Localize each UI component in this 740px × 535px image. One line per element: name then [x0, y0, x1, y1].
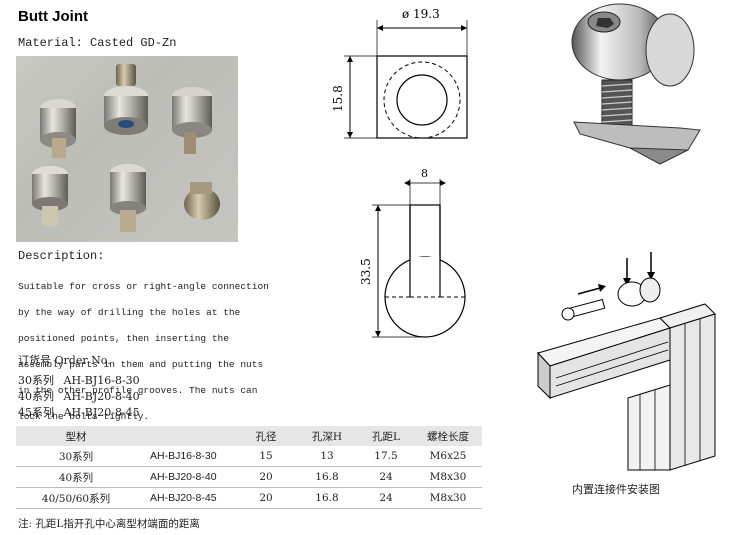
page-title: Butt Joint	[18, 8, 88, 25]
table-cell: 40/50/60系列	[16, 487, 136, 509]
product-photo	[16, 56, 238, 242]
table-header-cell: 孔距L	[358, 426, 414, 446]
description-line: Suitable for cross or right-angle connec…	[18, 281, 269, 292]
description-heading: Description:	[18, 249, 105, 263]
table-row: 40/50/60系列 AH-BJ20-8-45 20 16.8 24 M8x30	[16, 487, 482, 509]
description-line: by the way of drilling the holes at the	[18, 307, 241, 318]
table-header-row: 型材 孔径 孔深H 孔距L 螺栓长度	[16, 426, 482, 446]
order-code: AH-BJ20-8-45	[63, 406, 140, 419]
order-series: 40系列	[18, 390, 54, 403]
order-heading: 订货号 Order No.	[18, 354, 111, 367]
table-cell: M6x25	[414, 446, 482, 467]
installation-diagram	[537, 252, 716, 471]
table-cell: 20	[236, 487, 296, 509]
connector-3d-drawing	[571, 3, 701, 165]
side-view-drawing: 8 33.5	[359, 167, 466, 338]
table-cell: 40系列	[16, 466, 136, 488]
description-line: assembly parts in them and putting the n…	[18, 359, 264, 370]
order-code: AH-BJ16-8-30	[63, 374, 140, 387]
table-header-cell: 螺栓长度	[414, 426, 482, 446]
order-series: 45系列	[18, 406, 54, 419]
table-cell: 15	[236, 446, 296, 467]
table-cell: 17.5	[358, 446, 414, 467]
table-header-cell: 孔径	[236, 426, 296, 446]
top-view-drawing: ø 19.3 15.8	[331, 7, 468, 139]
table-cell: 20	[236, 466, 296, 488]
table-row: 30系列 AH-BJ16-8-30 15 13 17.5 M6x25	[16, 446, 482, 467]
description-body: Suitable for cross or right-angle connec…	[18, 267, 283, 436]
spec-table: 型材 孔径 孔深H 孔距L 螺栓长度 30系列 AH-BJ16-8-30 15 …	[16, 426, 482, 509]
table-cell: AH-BJ20-8-45	[136, 487, 236, 509]
table-header-cell: 型材	[16, 426, 136, 446]
table-header-cell	[136, 426, 236, 446]
diagram-caption: 内置连接件安装图	[572, 483, 660, 496]
table-header-cell: 孔深H	[296, 426, 358, 446]
table-cell: 13	[296, 446, 358, 467]
description-line: in the other profile grooves. The nuts c…	[18, 385, 258, 396]
table-cell: 16.8	[296, 487, 358, 509]
footnote: 注: 孔距L指开孔中心离型材端面的距离	[18, 518, 200, 530]
order-line: 40系列 AH-BJ20-8-40	[18, 388, 140, 404]
order-series: 30系列	[18, 374, 54, 387]
dim-width: 8	[421, 167, 428, 180]
table-cell: M8x30	[414, 466, 482, 488]
table-cell: AH-BJ20-8-40	[136, 466, 236, 488]
table-cell: 30系列	[16, 446, 136, 467]
table-cell: 16.8	[296, 466, 358, 488]
description-line: positioned points, then inserting the	[18, 333, 229, 344]
description-line: lock the bolts tightly.	[18, 411, 150, 422]
dim-diameter: ø 19.3	[402, 7, 440, 21]
table-row: 40系列 AH-BJ20-8-40 20 16.8 24 M8x30	[16, 466, 482, 488]
dim-height: 15.8	[331, 85, 345, 112]
order-code: AH-BJ20-8-40	[63, 390, 140, 403]
table-cell: 24	[358, 466, 414, 488]
dim-length: 33.5	[359, 258, 373, 285]
order-line: 30系列 AH-BJ16-8-30	[18, 372, 140, 388]
order-line: 45系列 AH-BJ20-8-45	[18, 404, 140, 420]
table-cell: AH-BJ16-8-30	[136, 446, 236, 467]
table-cell: M8x30	[414, 487, 482, 509]
material-text: Material: Casted GD-Zn	[18, 36, 177, 50]
table-cell: 24	[358, 487, 414, 509]
